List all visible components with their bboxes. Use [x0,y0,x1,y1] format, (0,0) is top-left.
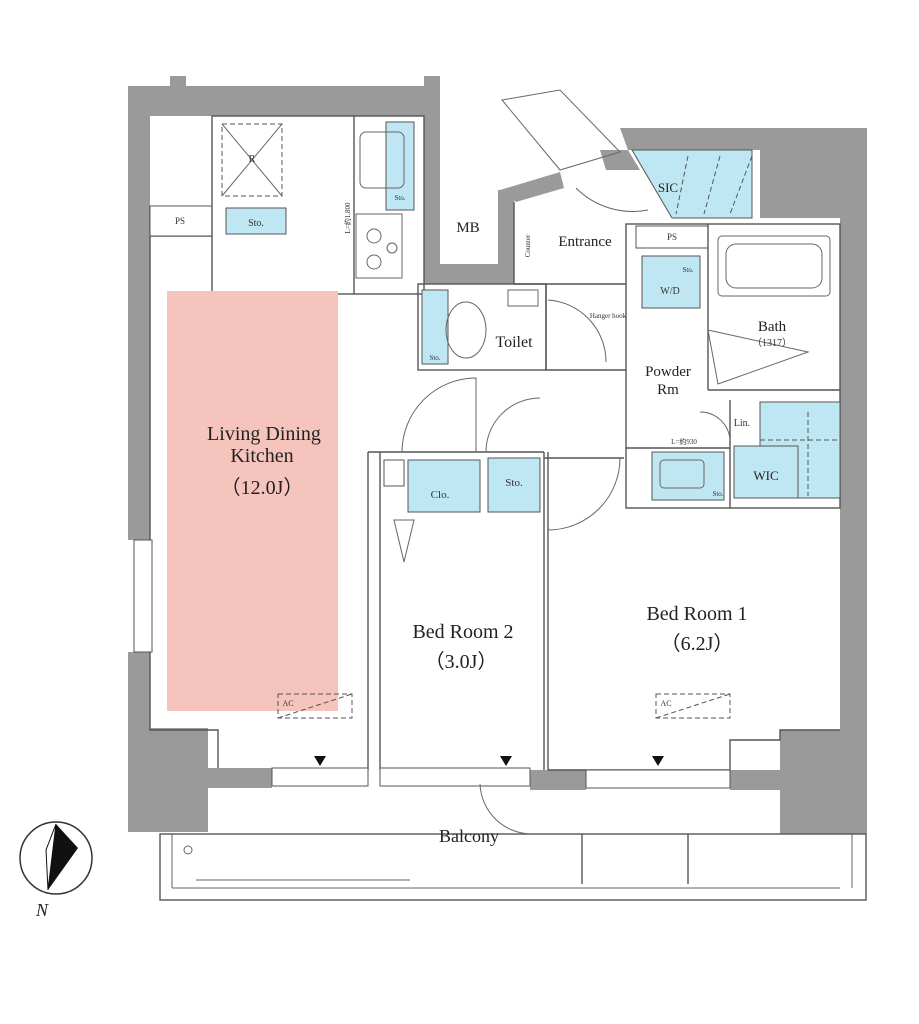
interior-walls [133,115,867,901]
bed2-size: （3.0J） [425,650,498,673]
ac-units [277,693,731,719]
ps-label-entrance: PS [667,232,677,242]
north-compass-icon [19,821,93,895]
powder-label-line1: Powder [645,364,691,380]
ldk-label-line2: Kitchen [230,445,293,467]
sto-label-sink: Sto. [394,194,405,202]
exterior-walls [128,76,867,834]
door-swings [393,89,810,835]
sto-label-bed2: Sto. [505,477,523,489]
sto-label-wd: Sto. [682,266,693,274]
mb-label: MB [456,220,479,236]
hanger-hook-label: Hanger hook [590,312,627,320]
sto-label-kitchen: Sto. [248,218,264,229]
powder-label-line2: Rm [657,382,679,398]
counter-label: Counter [524,234,532,257]
bath-label: Bath [758,319,787,335]
ldk-highlight [167,291,338,711]
bed2-label: Bed Room 2 [412,621,513,643]
ps-label-kitchen: PS [175,216,185,226]
bed1-label: Bed Room 1 [646,603,747,625]
clo-label: Clo. [431,489,450,501]
wd-label: W/D [660,286,679,297]
r-label: R [249,154,256,165]
ac-label-ldk: AC [282,699,293,708]
bath-size: （1317） [752,337,792,349]
entrance-label: Entrance [558,234,612,250]
ldk-label-line1: Living Dining [207,423,321,445]
bed1-size: （6.2J） [661,632,734,655]
lin-label: Lin. [734,418,750,429]
ac-label-bed1: AC [660,699,671,708]
sto-label-powder: Sto. [712,490,723,498]
compass-north-label: N [35,900,49,920]
sto-label-toilet: Sto. [429,354,440,362]
window-arrows [314,756,664,766]
ldk-size: （12.0J） [221,476,304,499]
l930-label: L=約930 [671,437,697,446]
l1800-label: L=約1,800 [343,202,352,233]
ps-box-bed2 [383,459,405,487]
toilet-label: Toilet [495,334,533,351]
balcony-label: Balcony [439,826,499,846]
ps-box-entrance [635,225,709,249]
sic-label: SIC [658,180,678,195]
wic-label: WIC [753,468,778,483]
fixtures [221,123,840,496]
